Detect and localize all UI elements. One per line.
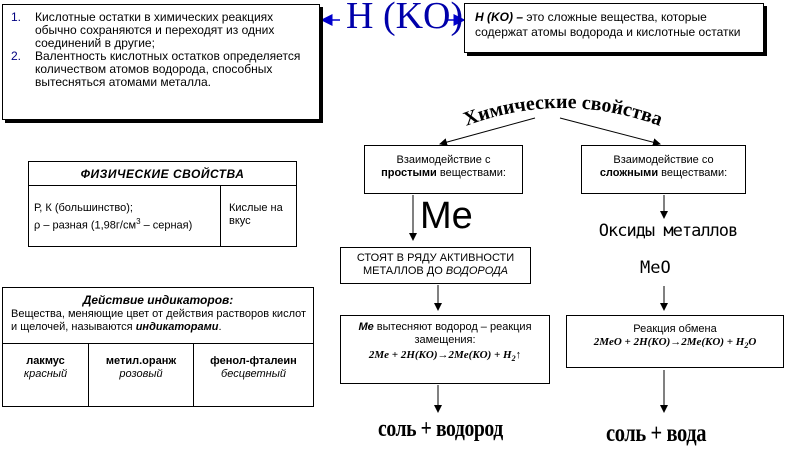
physical-state-line1: Р, К (большинство); — [34, 202, 133, 214]
property-text: Валентность кислотных остатков определяе… — [35, 49, 301, 89]
property-number: 2. — [11, 49, 22, 63]
definition-text: это сложные вещества, которые содержат а… — [475, 10, 741, 39]
activity-series-box: СТОЯТ В РЯДУ АКТИВНОСТИ МЕТАЛЛОВ ДО ВОДО… — [340, 247, 531, 284]
property-item: 2. Валентность кислотных остатков опреде… — [11, 50, 313, 89]
indicator-phenolphthalein: фенол-фталеин бесцветный — [210, 355, 297, 380]
me-label: Me — [420, 195, 473, 237]
indicator-litmus: лакмус красный — [3, 344, 89, 407]
exchange-equation: 2MeO + 2H(KO)→2Me(KO) + H2O — [593, 336, 757, 351]
definition-box: H (KO) – это сложные вещества, которые с… — [464, 3, 764, 53]
property-number: 1. — [11, 10, 22, 24]
physical-state-line2: ρ – разная (1,98г/см3 – серная) — [34, 217, 193, 232]
formula-title: H (KO) — [346, 0, 464, 37]
indicators-description: Вещества, меняющие цвет от действия раст… — [11, 308, 307, 333]
oxides-label: Оксиды металлов — [598, 221, 739, 241]
indicators-title: Действие индикаторов: — [82, 293, 234, 307]
physical-taste-cell: Кислые на вкус — [229, 202, 283, 227]
branch-arrow-complex — [559, 117, 661, 147]
indicators-grid: лакмус красный метил.оранж розовый фенол… — [3, 343, 313, 407]
property-text: Кислотные остатки в химических реакциях … — [35, 10, 275, 50]
property-item: 1. Кислотные остатки в химических реакци… — [11, 11, 313, 50]
simple-substances-box: Взаимодействие с простыми веществами: — [364, 145, 523, 194]
complex-substances-box: Взаимодействие со сложными веществами: — [581, 145, 746, 194]
substitution-equation: 2Me + 2H(KO)→2Me(KO) + H2↑ — [368, 349, 522, 364]
result-salt-hydrogen: соль + водород — [378, 416, 503, 442]
exchange-box: Реакция обмена 2MeO + 2H(KO)→2Me(KO) + H… — [566, 315, 784, 368]
substitution-box: Me вытесняют водород – реакция замещения… — [340, 315, 550, 384]
indicator-methyl-orange: метил.оранж розовый — [89, 344, 194, 407]
physical-title: ФИЗИЧЕСКИЕ СВОЙСТВА — [29, 162, 296, 186]
definition-term: H (KO) – — [475, 10, 523, 24]
properties-box: 1. Кислотные остатки в химических реакци… — [2, 4, 320, 120]
indicators-box: Действие индикаторов: Вещества, меняющие… — [2, 287, 314, 407]
physical-state-cell: Р, К (большинство); ρ – разная (1,98г/см… — [29, 186, 221, 246]
result-salt-water: соль + вода — [606, 420, 707, 447]
meo-label: MeO — [640, 258, 671, 278]
properties-list: 1. Кислотные остатки в химических реакци… — [11, 11, 313, 89]
physical-properties-table: ФИЗИЧЕСКИЕ СВОЙСТВА Р, К (большинство); … — [28, 161, 297, 247]
branch-arrow-simple — [439, 117, 536, 147]
